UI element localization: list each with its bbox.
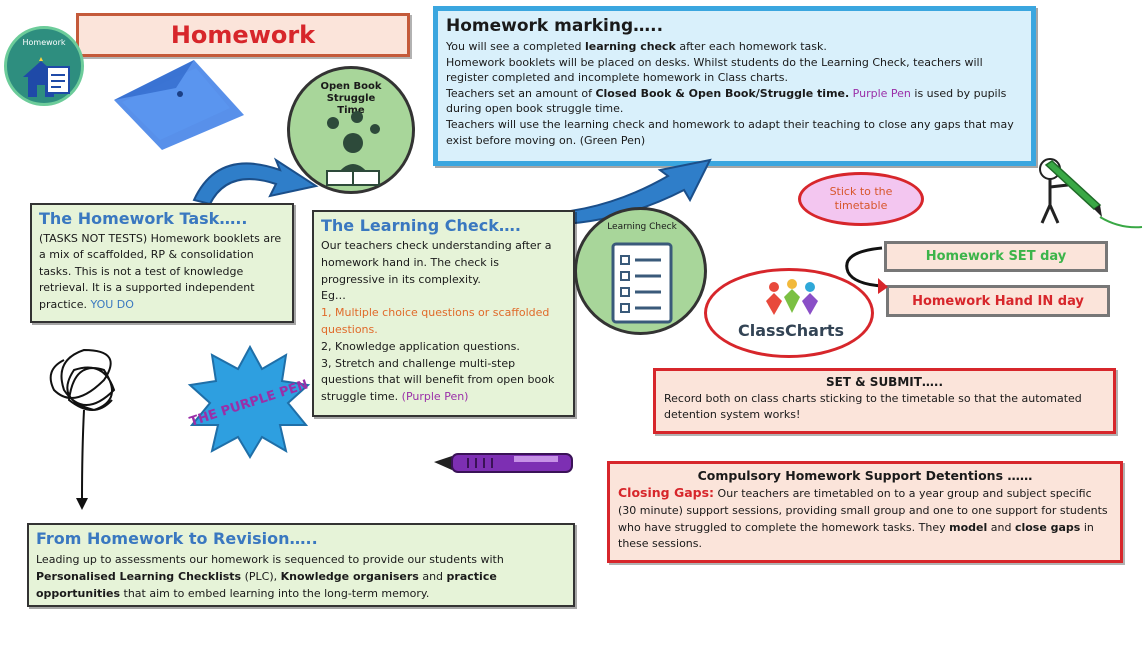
homework-marking-box: Homework marking….. You will see a compl… [433, 6, 1036, 166]
checklist-icon [611, 242, 673, 324]
homework-icon-label: Homework [22, 38, 66, 47]
detentions-heading: Compulsory Homework Support Detentions …… [697, 468, 1033, 483]
open-book-icon: Open Book Struggle Time [287, 66, 415, 194]
homework-task-heading: The Homework Task….. [39, 209, 248, 228]
people-icon [766, 279, 818, 315]
classcharts-logo: ClassCharts [704, 268, 874, 358]
learning-check-heading: The Learning Check…. [321, 216, 521, 235]
purple-pen-logo: THE PURPLE PEN [188, 344, 311, 459]
detentions-box: Compulsory Homework Support Detentions …… [607, 461, 1123, 563]
folder-icon [114, 60, 244, 150]
revision-heading: From Homework to Revision….. [36, 529, 318, 548]
homework-marking-heading: Homework marking….. [446, 16, 664, 36]
purple-pen-icon [434, 453, 573, 473]
page-title-box: Homework [76, 13, 410, 57]
stick-to-timetable-bubble: Stick to the timetable [798, 172, 924, 226]
learning-check-icon-label: Learning Check [607, 222, 677, 232]
learning-check-icon: Learning Check [574, 207, 707, 335]
thinking-person-icon [326, 111, 380, 186]
set-submit-text: Record both on class charts sticking to … [664, 392, 1082, 421]
house-icon [23, 57, 70, 97]
open-book-icon-label: Open Book Struggle Time [320, 81, 382, 116]
homework-hand-in-day: Homework Hand IN day [886, 285, 1110, 317]
curved-arrow-icon [845, 246, 888, 294]
arrow-task-to-obst [192, 157, 319, 206]
stick-to-timetable-text: Stick to the timetable [829, 185, 893, 212]
classcharts-logo-text: ClassCharts [737, 321, 845, 340]
homework-task-box: The Homework Task….. (TASKS NOT TESTS) H… [30, 203, 294, 323]
page-title: Homework [170, 21, 316, 49]
scribble-icon [49, 348, 116, 510]
homework-set-day: Homework SET day [884, 241, 1108, 272]
revision-box: From Homework to Revision….. Leading up … [27, 523, 575, 607]
learning-check-box: The Learning Check…. Our teachers check … [312, 210, 575, 417]
stick-figure-icon [1039, 158, 1143, 229]
set-submit-heading: SET & SUBMIT….. [825, 375, 944, 389]
set-submit-box: SET & SUBMIT….. Record both on class cha… [653, 368, 1116, 434]
homework-icon: Homework [4, 26, 84, 106]
